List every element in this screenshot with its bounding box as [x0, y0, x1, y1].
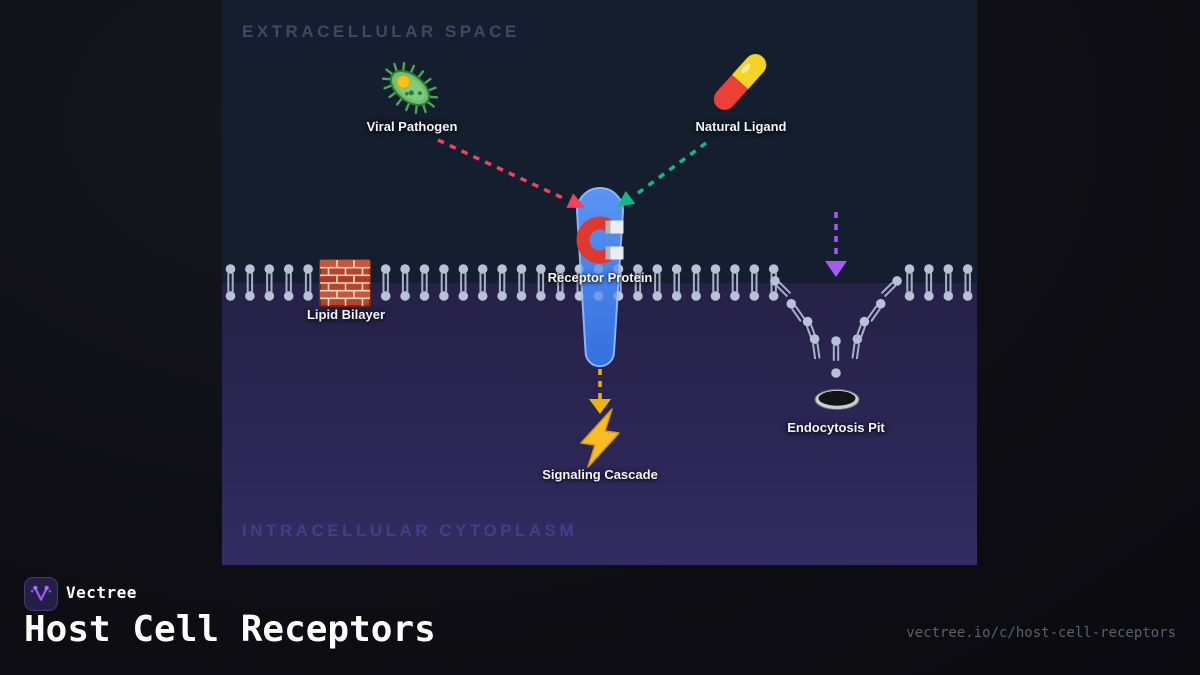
- page-url: vectree.io/c/host-cell-receptors: [906, 625, 1176, 641]
- intracellular-label: INTRACELLULAR CYTOPLASM: [242, 521, 578, 540]
- receptor-protein-label: Receptor Protein: [547, 270, 653, 285]
- cell-diagram-panel: EXTRACELLULAR SPACE INTRACELLULAR CYTOPL…: [222, 0, 977, 565]
- arrow-to-endocytosis-pit: [825, 212, 847, 277]
- arrow-ligand-to-receptor: [616, 141, 708, 208]
- lipid-bilayer-membrane: [225, 264, 973, 301]
- endocytosis-pit-label: Endocytosis Pit: [787, 420, 885, 435]
- arrow-pathogen-to-receptor: [437, 138, 586, 208]
- viral-pathogen-label: Viral Pathogen: [366, 119, 458, 134]
- vectree-branch-icon: [30, 585, 52, 601]
- lightning-bolt-icon: [580, 408, 620, 468]
- vectree-logo: [24, 577, 58, 611]
- hole-icon: [814, 389, 860, 410]
- lipid-bilayer-label: Lipid Bilayer: [306, 307, 386, 322]
- brand-name: Vectree: [66, 583, 137, 602]
- magnet-icon: [576, 216, 624, 264]
- endocytosis-pit-lipids: [770, 276, 902, 378]
- signaling-cascade-label: Signaling Cascade: [542, 467, 658, 482]
- natural-ligand-label: Natural Ligand: [695, 119, 787, 134]
- arrow-receptor-to-cascade: [589, 369, 611, 414]
- diagram-art: [225, 53, 973, 468]
- extracellular-label: EXTRACELLULAR SPACE: [242, 22, 520, 41]
- page-title: Host Cell Receptors: [24, 609, 436, 650]
- pill-icon: [712, 53, 768, 111]
- brick-wall-icon: [319, 259, 371, 307]
- microbe-icon: [381, 62, 439, 114]
